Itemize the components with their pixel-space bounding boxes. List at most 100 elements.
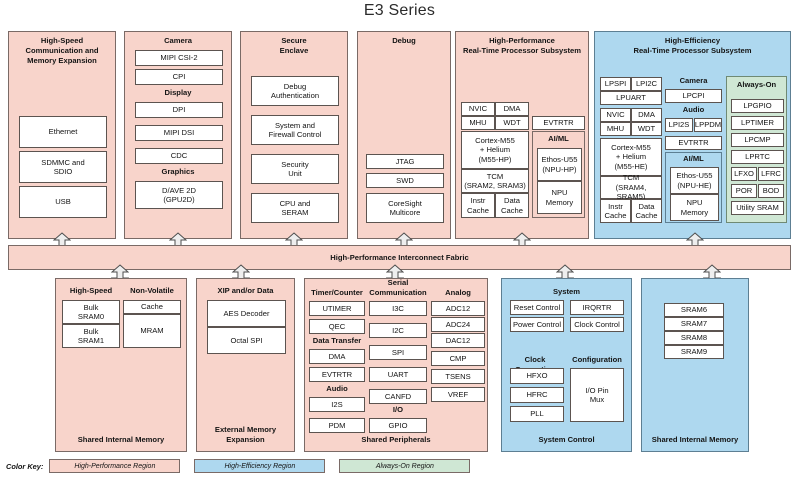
block-i2s[interactable]: I2S: [309, 397, 365, 412]
block-debug-authentication[interactable]: Debug Authentication: [251, 76, 339, 106]
region-high-efficiency-rt-subsystem: High-Efficiency Real-Time Processor Subs…: [594, 31, 791, 239]
block-he-npu-memory[interactable]: NPU Memory: [670, 194, 719, 221]
region-high-speed-communication: High-Speed Communication and Memory Expa…: [8, 31, 116, 239]
block-mipi-csi-2[interactable]: MIPI CSI-2: [135, 50, 223, 66]
block-hp-mhu[interactable]: MHU: [461, 116, 495, 130]
block-mram[interactable]: MRAM: [123, 314, 181, 348]
block-cpi[interactable]: CPI: [135, 69, 223, 85]
block-hp-dma[interactable]: DMA: [495, 102, 529, 116]
block-he-cortex-m55[interactable]: Cortex-M55 + Helium (M55-HE): [600, 138, 662, 176]
block-aes-decoder[interactable]: AES Decoder: [207, 300, 286, 327]
block-bulk-sram1[interactable]: Bulk SRAM1: [62, 324, 120, 348]
block-mipi-dsi[interactable]: MIPI DSI: [135, 125, 223, 141]
block-vref[interactable]: VREF: [431, 387, 485, 402]
subregion-hp-aiml: AI/ML Ethos-U55 (NPU-HP) NPU Memory: [532, 131, 585, 218]
block-lptimer[interactable]: LPTIMER: [731, 116, 784, 130]
group-label-he-audio: Audio: [682, 105, 705, 114]
block-he-tcm[interactable]: TCM (SRAM4, SRAM5): [600, 173, 662, 201]
region-header-debug: Debug: [392, 36, 416, 45]
block-usb[interactable]: USB: [19, 186, 107, 218]
block-jtag[interactable]: JTAG: [366, 154, 444, 169]
block-security-unit[interactable]: Security Unit: [251, 154, 339, 184]
block-tsens[interactable]: TSENS: [431, 369, 485, 384]
block-he-lpi2s[interactable]: LPI2S: [665, 118, 693, 132]
block-cache[interactable]: Cache: [123, 300, 181, 314]
block-qec[interactable]: QEC: [309, 319, 365, 334]
block-i2c[interactable]: I2C: [369, 323, 427, 338]
block-io-pin-mux[interactable]: I/O Pin Mux: [570, 368, 624, 422]
block-he-lppdm[interactable]: LPPDM: [694, 118, 722, 132]
block-sram7[interactable]: SRAM7: [664, 317, 724, 331]
block-he-lpi2c[interactable]: LPI2C: [631, 77, 662, 91]
block-gpio[interactable]: GPIO: [369, 418, 427, 433]
group-label-xip-data: XIP and/or Data: [217, 286, 274, 295]
block-swd[interactable]: SWD: [366, 173, 444, 188]
block-dac12[interactable]: DAC12: [431, 333, 485, 348]
block-spi[interactable]: SPI: [369, 345, 427, 360]
block-power-control[interactable]: Power Control: [510, 317, 564, 332]
block-utility-sram[interactable]: Utility SRAM: [731, 201, 784, 215]
block-he-mhu[interactable]: MHU: [600, 122, 631, 136]
block-he-lpuart[interactable]: LPUART: [600, 91, 662, 105]
block-he-evtrtr[interactable]: EVTRTR: [665, 136, 722, 150]
block-he-data-cache[interactable]: Data Cache: [631, 199, 662, 223]
block-hp-npu-memory[interactable]: NPU Memory: [537, 181, 582, 214]
block-cdc[interactable]: CDC: [135, 148, 223, 164]
block-uart[interactable]: UART: [369, 367, 427, 382]
block-system-firewall-control[interactable]: System and Firewall Control: [251, 115, 339, 145]
block-cpu-seram[interactable]: CPU and SERAM: [251, 193, 339, 223]
block-hfxo[interactable]: HFXO: [510, 368, 564, 384]
block-bulk-sram0[interactable]: Bulk SRAM0: [62, 300, 120, 324]
region-camera-display-graphics: Camera MIPI CSI-2 CPI Display DPI MIPI D…: [124, 31, 232, 239]
block-adc24[interactable]: ADC24: [431, 317, 485, 332]
block-lfrc[interactable]: LFRC: [758, 167, 784, 181]
block-dave2d-gpu2d[interactable]: D/AVE 2D (GPU2D): [135, 181, 223, 209]
block-lpgpio[interactable]: LPGPIO: [731, 99, 784, 113]
block-clock-control[interactable]: Clock Control: [570, 317, 624, 332]
block-sdmmc-sdio[interactable]: SDMMC and SDIO: [19, 151, 107, 183]
block-hp-ethos-u55[interactable]: Ethos-U55 (NPU-HP): [537, 148, 582, 181]
block-hp-wdt[interactable]: WDT: [495, 116, 529, 130]
block-lfxo[interactable]: LFXO: [731, 167, 757, 181]
block-dpi[interactable]: DPI: [135, 102, 223, 118]
block-irqrtr[interactable]: IRQRTR: [570, 300, 624, 315]
block-he-lpcpi[interactable]: LPCPI: [665, 89, 722, 103]
block-he-ethos-u55[interactable]: Ethos-U55 (NPU-HE): [670, 167, 719, 194]
group-label-io: I/O: [392, 405, 404, 414]
block-sram9[interactable]: SRAM9: [664, 345, 724, 359]
block-hp-evtrtr[interactable]: EVTRTR: [532, 116, 585, 130]
block-por[interactable]: POR: [731, 184, 757, 198]
block-utimer[interactable]: UTIMER: [309, 301, 365, 316]
block-lpcmp[interactable]: LPCMP: [731, 133, 784, 147]
block-sram8[interactable]: SRAM8: [664, 331, 724, 345]
group-label-serial-communication: Serial Communication: [369, 278, 427, 297]
block-he-nvic[interactable]: NVIC: [600, 108, 631, 122]
block-sram6[interactable]: SRAM6: [664, 303, 724, 317]
block-hp-tcm[interactable]: TCM (SRAM2, SRAM3): [461, 169, 529, 193]
block-ethernet[interactable]: Ethernet: [19, 116, 107, 148]
block-canfd[interactable]: CANFD: [369, 389, 427, 404]
block-i3c[interactable]: I3C: [369, 301, 427, 316]
block-hfrc[interactable]: HFRC: [510, 387, 564, 403]
block-hp-instr-cache[interactable]: Instr Cache: [461, 193, 495, 218]
block-octal-spi[interactable]: Octal SPI: [207, 327, 286, 354]
block-coresight-multicore[interactable]: CoreSight Multicore: [366, 193, 444, 223]
block-he-wdt[interactable]: WDT: [631, 122, 662, 136]
block-pll[interactable]: PLL: [510, 406, 564, 422]
group-label-high-speed-mem: High-Speed: [69, 286, 113, 295]
block-dma-periph[interactable]: DMA: [309, 349, 365, 364]
block-lprtc[interactable]: LPRTC: [731, 150, 784, 164]
block-hp-nvic[interactable]: NVIC: [461, 102, 495, 116]
block-cmp[interactable]: CMP: [431, 351, 485, 366]
block-pdm[interactable]: PDM: [309, 418, 365, 433]
block-hp-data-cache[interactable]: Data Cache: [495, 193, 529, 218]
block-evtrtr-periph[interactable]: EVTRTR: [309, 367, 365, 382]
block-bod[interactable]: BOD: [758, 184, 784, 198]
block-he-lpspi[interactable]: LPSPI: [600, 77, 631, 91]
block-he-dma[interactable]: DMA: [631, 108, 662, 122]
group-label-system: System: [552, 287, 581, 296]
block-adc12[interactable]: ADC12: [431, 301, 485, 316]
block-reset-control[interactable]: Reset Control: [510, 300, 564, 315]
block-he-instr-cache[interactable]: Instr Cache: [600, 199, 631, 223]
block-hp-cortex-m55[interactable]: Cortex-M55 + Helium (M55-HP): [461, 131, 529, 169]
